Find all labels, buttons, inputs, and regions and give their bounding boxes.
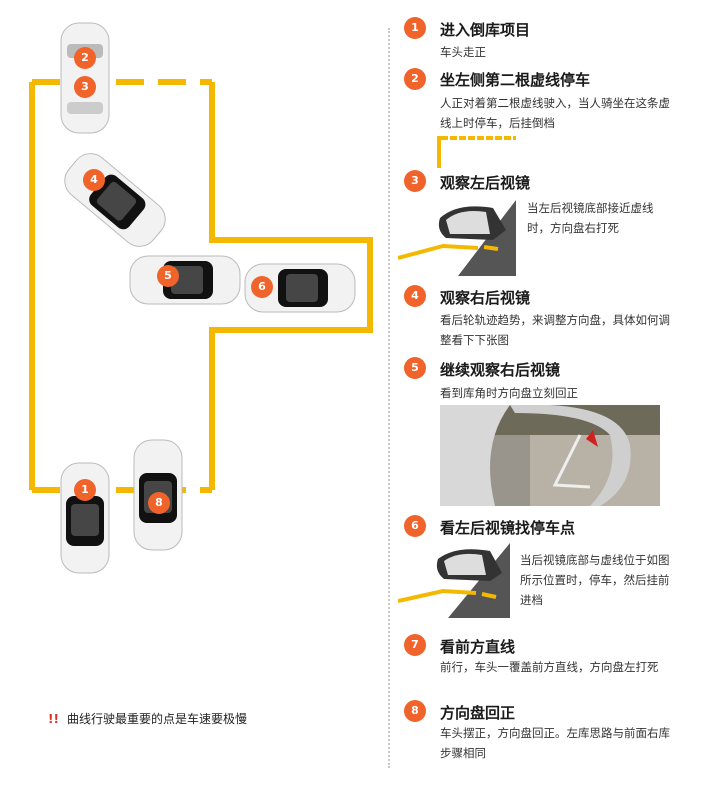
- car-marker-2: 2: [74, 47, 96, 69]
- step-8-title: 方向盘回正: [440, 704, 516, 722]
- step-7-title: 看前方直线: [440, 638, 516, 656]
- left-mirror-image: [398, 200, 516, 276]
- step-4-desc: 看后轮轨迹趋势，来调整方向盘，具体如何调整看下下张图: [440, 313, 670, 347]
- step-2-title: 坐左侧第二根虚线停车: [440, 71, 591, 89]
- car-marker-6: 6: [251, 276, 273, 298]
- step-7-desc: 前行，车头一覆盖前方直线，方向盘左打死: [440, 660, 659, 674]
- car-marker-5: 5: [157, 265, 179, 287]
- left-mirror-stop-image: [398, 543, 510, 618]
- step-4-title: 观察右后视镜: [440, 289, 531, 307]
- dashed-line-icon: [437, 135, 516, 168]
- step-1-title: 进入倒库项目: [440, 21, 531, 39]
- step-1-desc: 车头走正: [440, 45, 486, 59]
- step-6-badge: 6: [404, 515, 426, 537]
- car-marker-8: 8: [148, 492, 170, 514]
- step-5-title: 继续观察右后视镜: [440, 361, 561, 379]
- step-3-title: 观察左后视镜: [440, 174, 531, 192]
- step-1-badge: 1: [404, 17, 426, 39]
- warning-text: 曲线行驶最重要的点是车速要极慢: [66, 712, 247, 726]
- car-marker-4: 4: [83, 169, 105, 191]
- car-marker-1: 1: [74, 479, 96, 501]
- car-marker-3: 3: [74, 76, 96, 98]
- step-5-badge: 5: [404, 357, 426, 379]
- warning-icon: !!: [48, 712, 59, 726]
- car-4: [56, 145, 174, 255]
- car-5: [129, 255, 241, 305]
- right-mirror-photo: [440, 405, 660, 506]
- step-5-desc: 看到库角时方向盘立刻回正: [440, 386, 578, 400]
- parking-diagram: [29, 22, 373, 574]
- step-4-badge: 4: [404, 285, 426, 307]
- step-6-title: 看左后视镜找停车点: [440, 519, 576, 537]
- warning-note: !! 曲线行驶最重要的点是车速要极慢: [48, 710, 247, 727]
- step-3-desc: 当左后视镜底部接近虚线时，方向盘右打死: [527, 201, 654, 235]
- step-8-badge: 8: [404, 700, 426, 722]
- step-2-badge: 2: [404, 68, 426, 90]
- divider: [388, 28, 390, 768]
- step-6-desc: 当后视镜底部与虚线位于如图所示位置时，停车，然后挂前进档: [520, 553, 670, 607]
- step-2-desc: 人正对着第二根虚线驶入，当人骑坐在这条虚线上时停车，后挂倒档: [440, 96, 670, 130]
- step-7-badge: 7: [404, 634, 426, 656]
- step-8-desc: 车头摆正，方向盘回正。左库思路与前面右库步骤相同: [440, 726, 670, 760]
- step-3-badge: 3: [404, 170, 426, 192]
